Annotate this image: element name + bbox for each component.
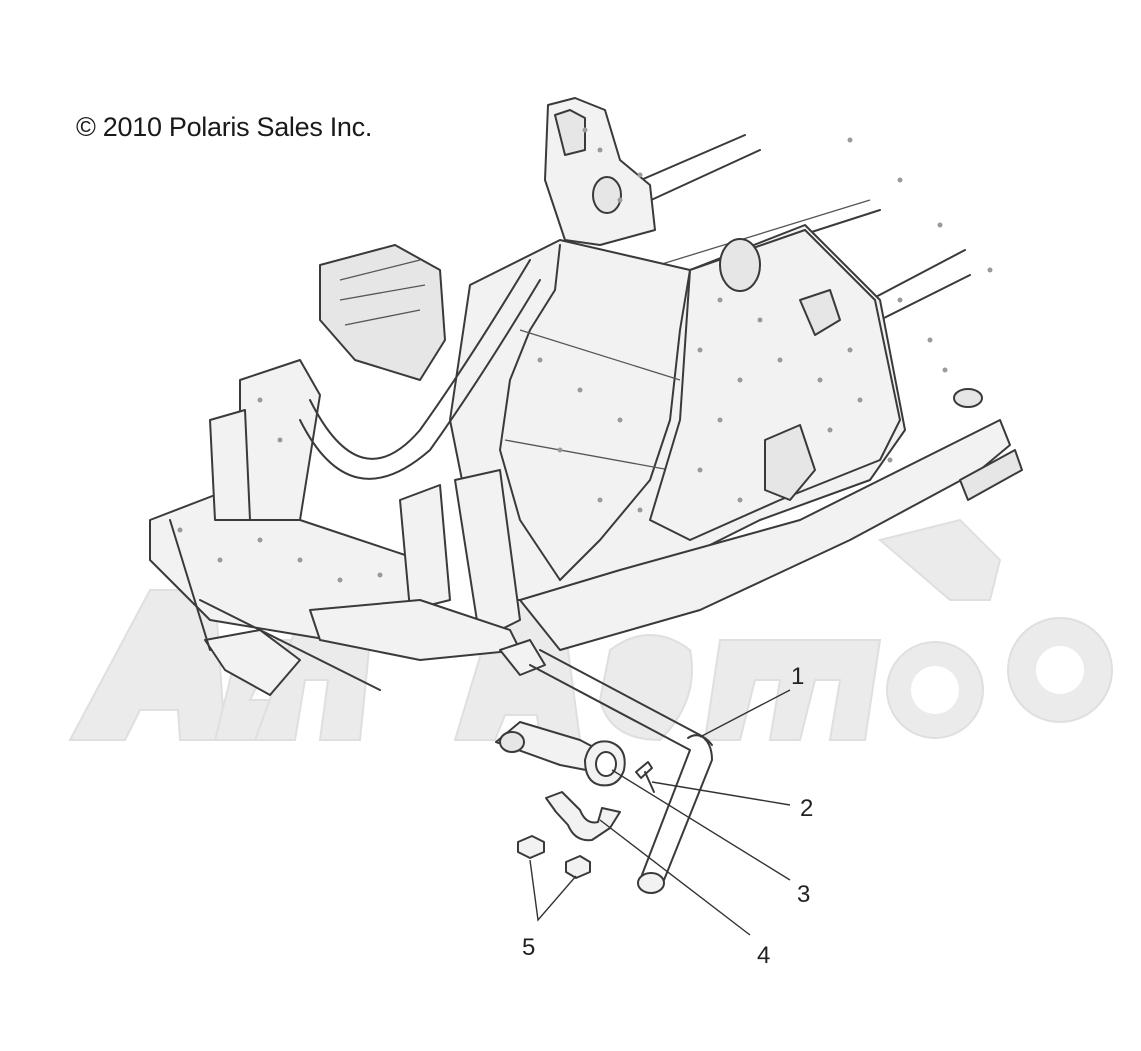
rivet-holes [177, 127, 993, 583]
callout-1: 1 [791, 663, 805, 690]
part-2-rivet [635, 761, 655, 793]
callout-4: 4 [757, 942, 771, 969]
part-3-bushing [495, 721, 626, 787]
leader-lines [529, 689, 791, 936]
callout-5: 5 [522, 934, 536, 961]
part-1-tube [529, 649, 713, 894]
chassis-frame [149, 97, 1023, 696]
part-4-clamp [545, 791, 621, 842]
callout-2: 2 [800, 795, 814, 822]
copyright-notice: © 2010 Polaris Sales Inc. [76, 112, 373, 142]
callout-3: 3 [797, 881, 811, 908]
part-5-nuts [517, 835, 591, 879]
